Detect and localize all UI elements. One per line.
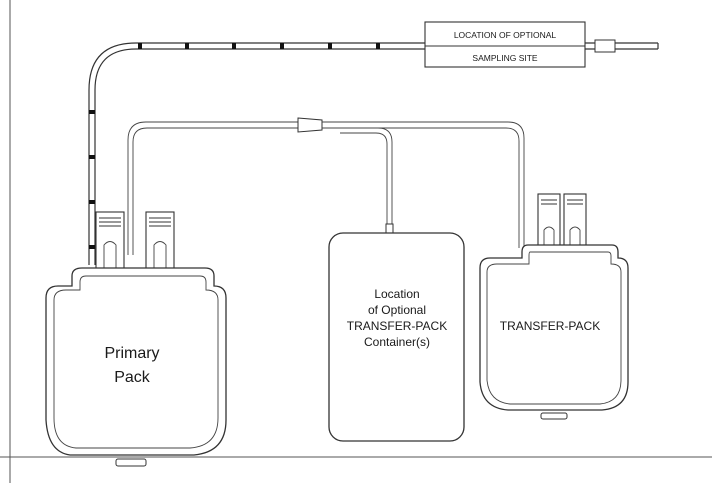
donor-tubing: [88, 39, 659, 265]
sampling-site-label: LOCATION OF OPTIONAL SAMPLING SITE: [424, 21, 586, 68]
optional-container-line2: of Optional: [368, 303, 426, 317]
tubing-segment-marks: [89, 43, 380, 249]
primary-pack-hanger-slot: [115, 458, 147, 467]
optional-container-line3: TRANSFER-PACK: [347, 319, 447, 333]
primary-pack-label-line1: Primary: [104, 345, 159, 362]
transfer-pack: TRANSFER-PACK: [479, 193, 629, 420]
sampling-site-line2: SAMPLING SITE: [472, 53, 538, 63]
transfer-tubing: [127, 117, 525, 255]
optional-container-line4: Container(s): [364, 335, 430, 349]
transfer-pack-clip-left: [537, 193, 561, 258]
optional-container-line1: Location: [374, 287, 419, 301]
primary-pack: Primary Pack: [45, 211, 227, 467]
y-connector: [297, 117, 323, 133]
primary-pack-label-line2: Pack: [114, 369, 151, 386]
transfer-pack-label: TRANSFER-PACK: [500, 319, 600, 333]
optional-transfer-pack-container: Location of Optional TRANSFER-PACK Conta…: [328, 232, 465, 442]
needle-hub: [594, 39, 616, 53]
sampling-site-line1: LOCATION OF OPTIONAL: [454, 30, 557, 40]
transfer-pack-hanger-slot: [540, 412, 568, 420]
primary-pack-clip-right: [145, 211, 175, 280]
transfer-pack-clip-right: [563, 193, 587, 258]
